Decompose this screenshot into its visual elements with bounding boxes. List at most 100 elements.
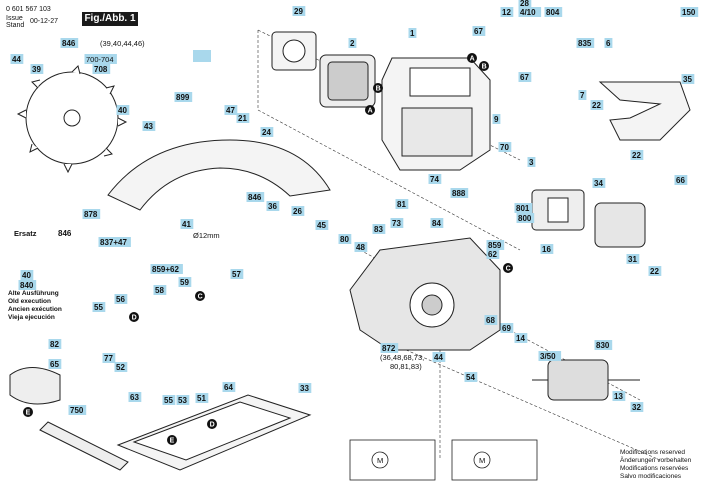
gear-housing bbox=[349, 237, 501, 351]
callout-c872: 872 bbox=[382, 344, 396, 353]
dust-nozzle bbox=[9, 367, 61, 405]
callout-bg-c44 bbox=[10, 54, 24, 64]
callout-bg-c77 bbox=[102, 353, 116, 363]
callout-bg-c13 bbox=[612, 391, 626, 401]
old-execution-es: Vieja ejecución bbox=[8, 314, 55, 321]
callout-bg-c48 bbox=[354, 242, 368, 252]
callout-c801: 801 bbox=[516, 204, 530, 213]
callout-bg-c4_10 bbox=[518, 7, 542, 17]
callout-bg-c47 bbox=[224, 105, 238, 115]
issue-date: 00-12-27 bbox=[30, 18, 59, 25]
callout-c888: 888 bbox=[452, 189, 466, 198]
callout-c32: 32 bbox=[632, 403, 641, 412]
callout-c66: 66 bbox=[676, 176, 685, 185]
callout-bg-c39 bbox=[30, 64, 44, 74]
callout-bg-c2 bbox=[348, 38, 357, 48]
callout-bg-c34 bbox=[592, 178, 606, 188]
callout-bg-c67b bbox=[518, 72, 532, 82]
callout-c70: 70 bbox=[500, 143, 509, 152]
callout-c859_62: 859+62 bbox=[152, 265, 179, 274]
old-execution-note: Alte Ausführung Old execution Ancien exé… bbox=[8, 290, 62, 322]
callout-bg-c82 bbox=[48, 339, 62, 349]
callout-c28: 28 bbox=[520, 0, 529, 8]
callout-bg-c64 bbox=[222, 382, 236, 392]
callout-c3: 3 bbox=[529, 158, 534, 167]
wiring-schematic-left: M bbox=[349, 439, 436, 481]
callout-c73: 73 bbox=[392, 219, 401, 228]
callout-bg-c22a bbox=[590, 100, 604, 110]
callout-c56: 56 bbox=[116, 295, 125, 304]
callout-c43: 43 bbox=[144, 122, 153, 131]
stator bbox=[319, 54, 376, 108]
callout-c74: 74 bbox=[430, 175, 439, 184]
callout-bg-c65 bbox=[48, 359, 62, 369]
callout-c21: 21 bbox=[238, 114, 247, 123]
callout-c804: 804 bbox=[546, 8, 560, 17]
marker-e-7: E bbox=[167, 435, 177, 445]
callout-bg-c68 bbox=[484, 315, 498, 325]
callout-bg-c43 bbox=[142, 121, 156, 131]
marker-c-9: C bbox=[503, 263, 513, 273]
stand-label: Stand bbox=[6, 22, 25, 29]
callout-bg-c32 bbox=[630, 402, 644, 412]
callout-bg-c44b bbox=[432, 352, 446, 362]
callout-bg-c58 bbox=[153, 285, 167, 295]
callout-c13: 13 bbox=[614, 392, 623, 401]
callout-c835: 835 bbox=[578, 39, 592, 48]
callout-bg-c83 bbox=[372, 224, 386, 234]
callout-bg-c74 bbox=[428, 174, 442, 184]
svg-text:B: B bbox=[482, 64, 487, 71]
svg-text:M: M bbox=[479, 456, 485, 465]
figure-label: Fig./Abb. 1 bbox=[82, 12, 138, 26]
callout-c51: 51 bbox=[197, 394, 206, 403]
callout-c31: 31 bbox=[628, 255, 637, 264]
marker-b-1: B bbox=[373, 83, 383, 93]
callout-bg-c878 bbox=[82, 209, 101, 219]
rear-handle bbox=[598, 81, 691, 141]
callout-c64: 64 bbox=[224, 383, 233, 392]
saw-blade bbox=[16, 65, 128, 174]
callout-bg-c899 bbox=[174, 92, 193, 102]
callout-bg-c859_62 bbox=[150, 264, 183, 274]
modifications-fr: Modifications reservées bbox=[620, 465, 689, 472]
callout-bg-c7 bbox=[578, 90, 587, 100]
callout-c65: 65 bbox=[50, 360, 59, 369]
callout-c40b: 40 bbox=[22, 271, 31, 280]
callout-bg-c52 bbox=[114, 362, 128, 372]
callout-c33: 33 bbox=[300, 384, 309, 393]
callout-c84: 84 bbox=[432, 219, 441, 228]
callout-c846: 846 bbox=[62, 39, 76, 48]
callout-c62: 62 bbox=[488, 250, 497, 259]
callout-bg-c21 bbox=[236, 113, 250, 123]
callout-bg-c9 bbox=[492, 114, 501, 124]
callout-bg-c840 bbox=[18, 280, 37, 290]
callout-c4_10: 4/10 bbox=[520, 8, 536, 17]
callout-c44b: 44 bbox=[434, 353, 443, 362]
callout-c899: 899 bbox=[176, 93, 190, 102]
callout-bg-c28 bbox=[518, 0, 532, 8]
callout-bg-c24 bbox=[260, 127, 274, 137]
callout-c44: 44 bbox=[12, 55, 21, 64]
marker-c-4: C bbox=[195, 291, 205, 301]
callout-bg-c36 bbox=[266, 201, 280, 211]
callout-c63: 63 bbox=[130, 393, 139, 402]
svg-text:C: C bbox=[506, 266, 511, 273]
callout-c1: 1 bbox=[410, 29, 415, 38]
callout-c59: 59 bbox=[180, 278, 189, 287]
callout-c24: 24 bbox=[262, 128, 271, 137]
callout-c36: 36 bbox=[268, 202, 277, 211]
callout-bg-c3_50 bbox=[538, 351, 562, 361]
callout-bg-c45 bbox=[315, 220, 329, 230]
callout-bg-c62 bbox=[486, 249, 500, 259]
callout-bg-c29 bbox=[292, 6, 306, 16]
callout-c67b: 67 bbox=[520, 73, 529, 82]
callout-c840: 840 bbox=[20, 281, 34, 290]
svg-text:D: D bbox=[132, 315, 137, 322]
wiring-schematic-right: M bbox=[451, 439, 538, 481]
callout-c35: 35 bbox=[683, 75, 692, 84]
callout-c3_50: 3/50 bbox=[540, 352, 556, 361]
callout-c81: 81 bbox=[397, 200, 406, 209]
callout-c22c: 22 bbox=[650, 267, 659, 276]
callout-bg-c22c bbox=[648, 266, 662, 276]
callout-c34: 34 bbox=[594, 179, 603, 188]
